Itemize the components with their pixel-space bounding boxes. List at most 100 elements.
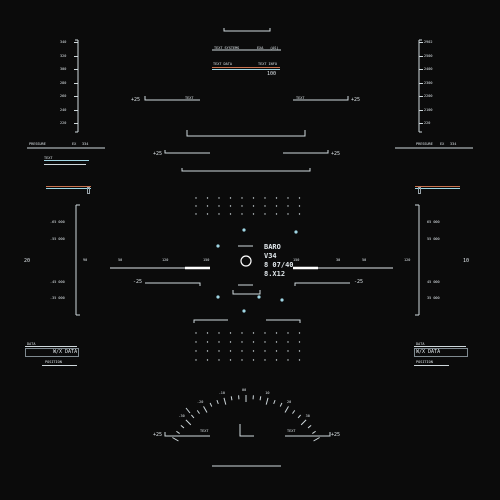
pressure-right-value: 334 (450, 142, 457, 146)
right-pitch-value: -25 (354, 279, 364, 285)
heading-tick (313, 437, 320, 442)
right-scale-label: 2100 (424, 107, 433, 112)
dot (275, 332, 278, 334)
dot (275, 205, 278, 207)
accent-dot (242, 309, 246, 313)
left-scale-tick (74, 42, 78, 43)
left-alt-accent (46, 188, 91, 189)
accent-dot (294, 230, 298, 234)
dot (298, 341, 301, 343)
right-scale-tick (419, 82, 423, 84)
heading-tick (297, 414, 302, 419)
dot (241, 332, 243, 334)
dot (264, 213, 266, 215)
dot (252, 197, 255, 199)
pressure-right-code: EX (440, 142, 445, 146)
dot (275, 350, 278, 352)
horizon-left-tick: 90 (83, 258, 88, 262)
readout-v: V34 (264, 252, 277, 260)
heading-label: 10 (265, 391, 270, 396)
heading-tick (300, 419, 307, 426)
dot (195, 213, 197, 215)
dot (206, 359, 209, 361)
heading-tick (209, 402, 213, 407)
accent-dot (257, 295, 261, 299)
heading-tick (196, 410, 200, 414)
right-scale-label: 2200 (424, 94, 433, 98)
accent-dot (216, 244, 220, 248)
dot (275, 359, 278, 361)
dot (241, 350, 243, 352)
mid-right-pitch-label: +25 (331, 151, 341, 157)
dot (287, 359, 289, 361)
dot (252, 350, 255, 352)
dot (252, 341, 255, 343)
dot (264, 197, 266, 199)
heading-tick (230, 396, 233, 401)
heading-tick (292, 410, 296, 414)
dot (287, 332, 289, 334)
dot (218, 341, 220, 343)
horizon-right-tick: 150 (293, 258, 300, 262)
right-scale-label: 220 (424, 121, 431, 125)
dot (287, 197, 289, 199)
dot (206, 332, 209, 334)
right-scale-tick (419, 69, 423, 70)
header-value: (AS) (270, 46, 279, 50)
left-scale-label: 280 (60, 80, 67, 85)
dot (229, 332, 232, 334)
dot (195, 359, 197, 361)
dot (195, 350, 197, 352)
altitude-right-label: 65 000 (427, 220, 440, 224)
dot (229, 350, 232, 352)
horizon-left-tick: 50 (118, 258, 123, 262)
right-scale-tick (419, 123, 423, 124)
pressure-right-label: PRESSURE (416, 142, 433, 146)
dot (195, 205, 197, 207)
right-scale-tick (419, 96, 423, 97)
right-scale-tick (419, 55, 423, 57)
dot (206, 205, 209, 207)
wx-right-top-line (414, 346, 466, 347)
dot (275, 213, 278, 215)
heading-tick (176, 430, 180, 434)
dot (298, 350, 301, 352)
bottom-right-pitch-label: +25 (331, 432, 341, 438)
altitude-left-label: -55 000 (50, 237, 65, 241)
wx-left-small: DATA (27, 342, 36, 346)
dot (229, 205, 232, 207)
dot (218, 359, 220, 361)
dot (298, 205, 301, 207)
wx-right-label: W/X DATA (416, 349, 441, 355)
left-scale-label: 240 (60, 107, 67, 112)
dot (195, 332, 197, 334)
left-scale-tick (74, 96, 78, 97)
bar-value: TEXT INFO (258, 62, 277, 66)
dot (206, 197, 209, 199)
left-scale-label: 300 (60, 67, 67, 71)
readout-baro: BARO (264, 243, 281, 251)
dot (264, 205, 266, 207)
right-alt-warning (415, 186, 460, 187)
dot (218, 350, 220, 352)
altitude-right-label: 35 000 (427, 296, 440, 300)
left-alt-marker (87, 187, 90, 194)
dot (241, 341, 243, 343)
dot (241, 205, 243, 207)
heading-tick (307, 424, 312, 429)
dot (252, 332, 255, 334)
heading-label: -30 (178, 414, 185, 419)
dot (229, 341, 232, 343)
dot (287, 213, 289, 215)
readout-x: 8.X12 (264, 270, 286, 278)
header-label: TEXT SYSTEMS (214, 46, 240, 50)
dot (298, 359, 301, 361)
heading-tick (279, 402, 283, 407)
right-scale-label: 2300 (424, 80, 433, 85)
heading-label: 00 (242, 388, 247, 392)
right-scale-tick (419, 42, 423, 43)
dot (229, 197, 232, 199)
dot (252, 205, 255, 207)
